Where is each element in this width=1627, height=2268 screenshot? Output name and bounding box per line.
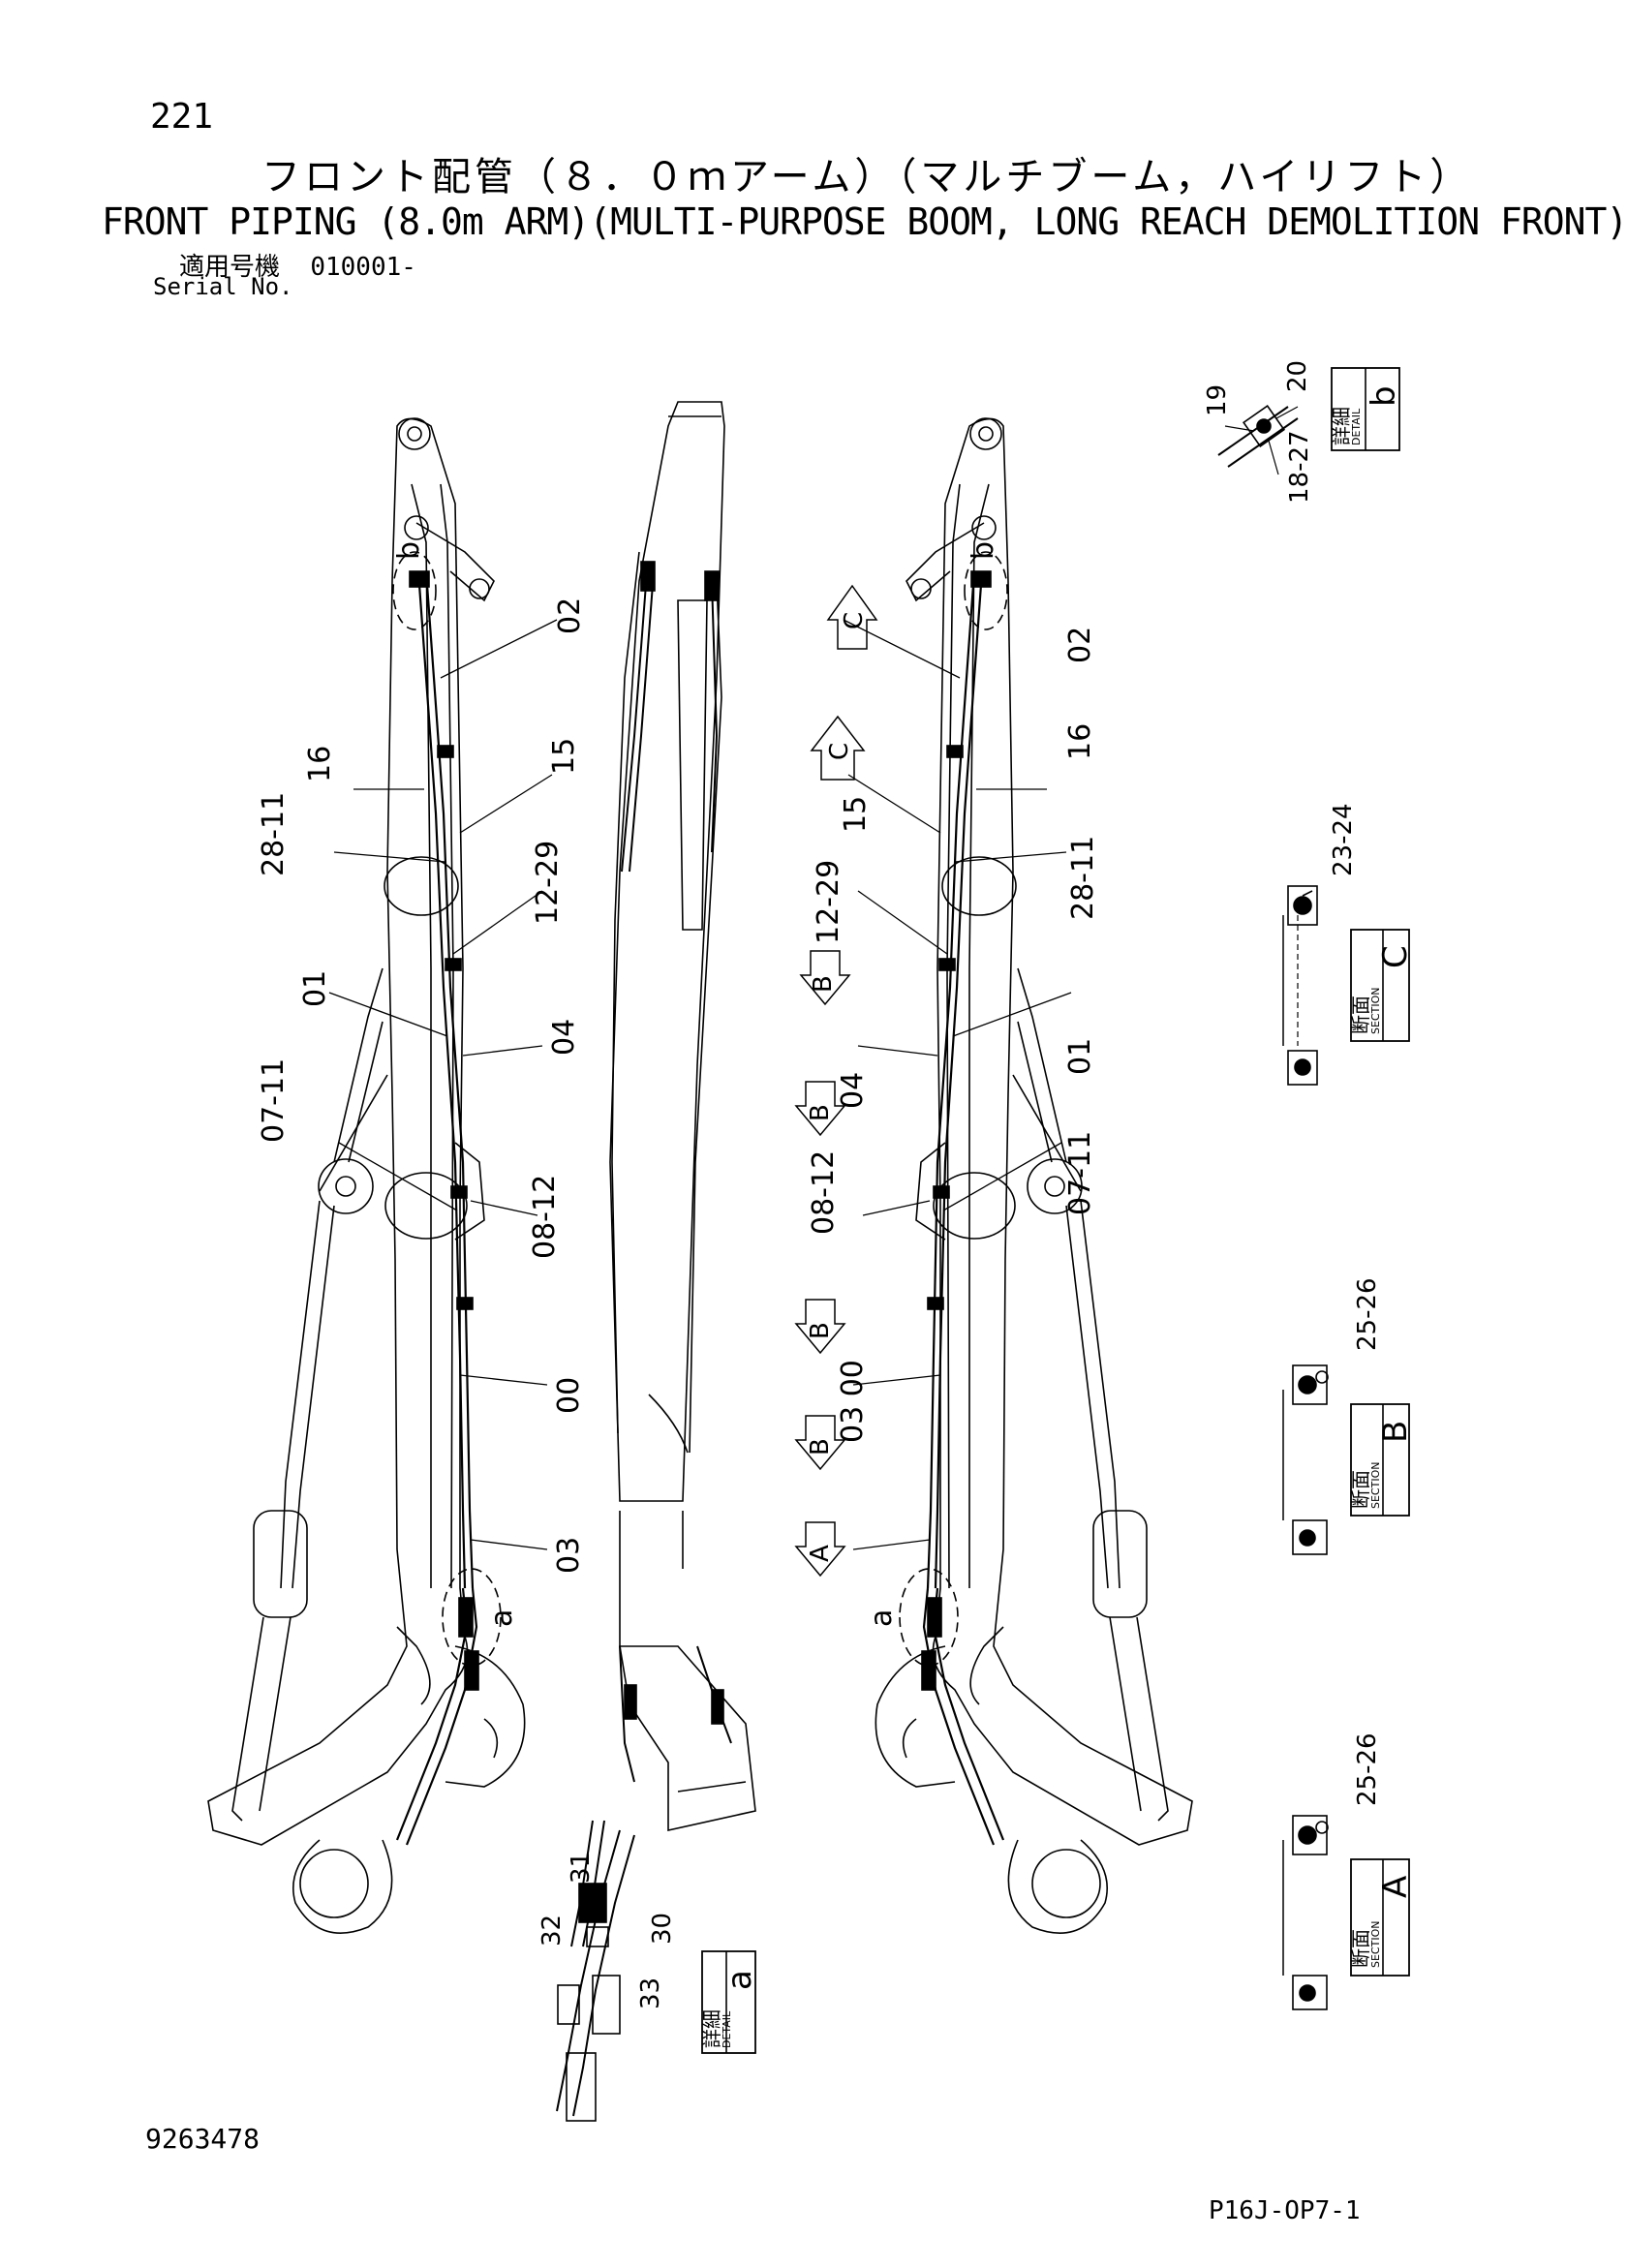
serial-label-english: Serial No. [153,273,293,300]
right-callout-a: a [865,1609,899,1627]
page-title-english: FRONT PIPING (8.0m ARM)(MULTI-PURPOSE BO… [102,200,1627,243]
section-b-label-english: SECTION [1369,1462,1382,1509]
section-a [1282,1815,1410,2010]
detail-a-callout-31: 31 [567,1852,596,1884]
right-callout-07-11: 07-11 [1063,1131,1097,1215]
section-b-letter: B [1376,1421,1415,1443]
left-callout-07-11: 07-11 [257,1058,291,1143]
section-a-callout-25-26: 25-26 [1353,1732,1382,1806]
drawing-number: 9263478 [145,2123,261,2155]
right-callout-28-11: 28-11 [1066,836,1100,920]
right-callout-03-00: 03 00 [836,1360,870,1443]
left-callout-08-12: 08-12 [528,1175,562,1259]
right-callout-16: 16 [1063,723,1097,760]
detail-b-label-japanese: 詳細 [1330,407,1353,445]
detail-b-callout-19: 19 [1203,384,1232,416]
right-callout-02: 02 [1063,627,1097,663]
left-callout-04: 04 [547,1019,581,1056]
section-arrow-b-2: B [806,1104,835,1121]
detail-b-label-english: DETAIL [1350,408,1363,445]
left-callout-16: 16 [303,746,337,782]
left-callout-03: 03 [552,1537,586,1574]
section-b [1282,1364,1410,1555]
right-boom-drawing [843,417,1193,1934]
detail-a [556,1820,756,2122]
section-arrow-a: A [806,1545,835,1562]
centre-arm-drawing [609,401,756,1831]
detail-b-callout-20: 20 [1283,360,1312,392]
section-arrow-c: C [825,743,854,760]
section-a-label-english: SECTION [1369,1921,1382,1968]
page-code: P16J-OP7-1 [1209,2196,1361,2225]
page-title-japanese: フロント配管（８．０ｍアーム）（マルチブーム，ハイリフト） [261,155,1473,199]
left-callout-28-11: 28-11 [257,792,291,876]
section-c-label-english: SECTION [1369,988,1382,1034]
left-callout-00: 00 [552,1377,586,1414]
serial-value: 010001- [310,253,416,282]
section-c-letter: C [1376,945,1415,968]
section-c [1282,885,1410,1086]
left-callout-01: 01 [298,970,332,1007]
detail-a-callout-32: 32 [537,1915,567,1946]
section-a-letter: A [1376,1876,1415,1898]
detail-b-callout-18-27: 18-27 [1285,430,1314,504]
left-callout-a: a [485,1609,519,1627]
section-a-label-japanese: 断面 [1349,1929,1372,1968]
section-c-label-japanese: 断面 [1349,996,1372,1034]
detail-b [1217,367,1400,475]
detail-a-callout-33: 33 [636,1977,665,2009]
left-callout-12-29: 12-29 [531,841,565,925]
section-arrows [794,584,878,1578]
serial-label-japanese: 適用号機 [179,253,281,282]
section-arrow-b-4: B [806,1438,835,1456]
left-callout-02: 02 [553,598,587,634]
serial-number-line: 適用号機 010001- [179,247,416,283]
right-callout-b: b [967,541,1000,560]
section-arrow-b-1: B [809,975,838,993]
detail-a-label-japanese: 詳細 [700,2009,723,2048]
detail-a-callout-30: 30 [648,1913,677,1945]
left-boom-drawing [207,417,558,1934]
left-callout-b: b [392,541,426,560]
detail-a-letter: a [721,1970,759,1990]
right-callout-08-12: 08-12 [807,1150,841,1235]
right-callout-01: 01 [1063,1038,1097,1075]
page-number: 221 [150,97,214,137]
section-arrow-b-3: B [806,1322,835,1339]
section-c-callout-23-24: 23-24 [1329,803,1358,876]
section-b-callout-25-26: 25-26 [1353,1277,1382,1351]
right-callout-15: 15 [839,796,873,833]
section-arrow-c-top: C [840,612,869,629]
detail-a-label-english: DETAIL [721,2010,733,2048]
left-callout-15: 15 [547,738,581,775]
detail-b-letter: b [1365,385,1403,407]
section-b-label-japanese: 断面 [1349,1470,1372,1509]
right-callout-04: 04 [836,1072,870,1109]
right-callout-12-29: 12-29 [812,860,845,944]
